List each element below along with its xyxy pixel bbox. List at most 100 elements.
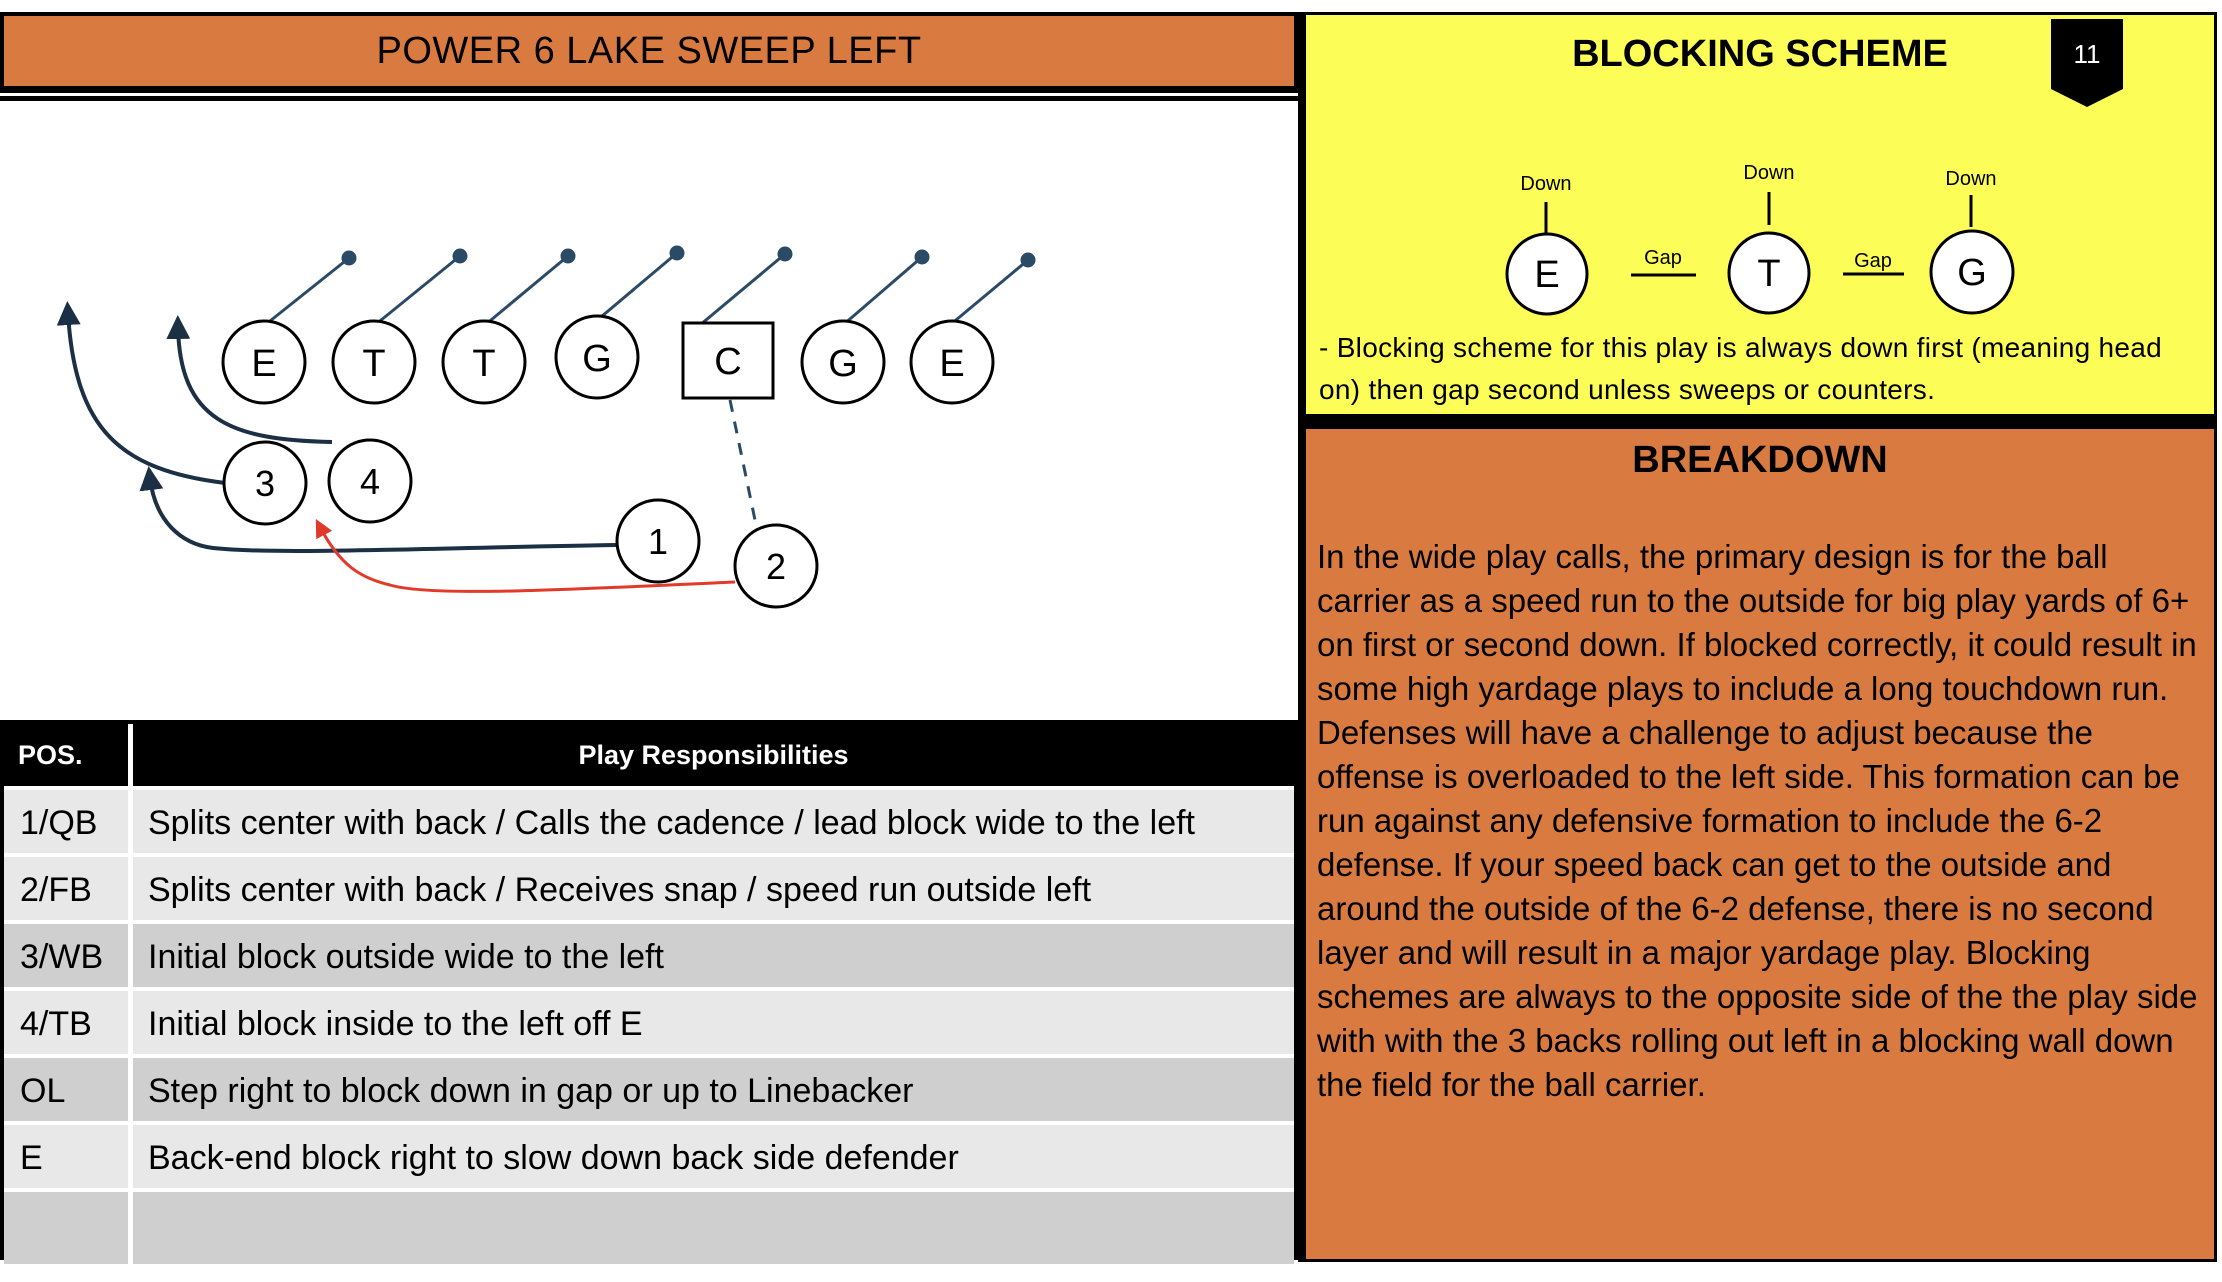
block-line <box>594 251 678 324</box>
lineman-label: T <box>362 343 385 385</box>
lineman-e-left <box>221 319 307 405</box>
panel-divider <box>1298 12 1303 1262</box>
gap-label: Gap <box>1854 250 1892 272</box>
breakdown-text: In the wide play calls, the primary desi… <box>1317 538 2198 1103</box>
back-label: 2 <box>766 546 786 587</box>
lineman-label: G <box>828 343 858 385</box>
pos-cell: 1/QB <box>20 804 98 842</box>
page-number-badge: 11 <box>2051 19 2123 107</box>
block-point <box>560 248 576 264</box>
breakdown-title: BREAKDOWN <box>1632 439 1888 481</box>
back-label: 1 <box>648 521 668 562</box>
block-line <box>949 258 1029 327</box>
scheme-player-g <box>1929 229 2015 315</box>
back-label: 4 <box>360 461 380 502</box>
pos-column-header: POS. <box>18 740 83 770</box>
lineman-t-left-2 <box>441 319 527 405</box>
down-label: Down <box>1945 168 1996 190</box>
column-divider <box>128 1192 133 1264</box>
responsibility-cell <box>133 1192 1294 1264</box>
table-row: 3/WB Initial block outside wide to the l… <box>4 920 1294 991</box>
pos-cell: 4/TB <box>20 1005 92 1043</box>
table-body: 1/QB Splits center with back / Calls the… <box>4 786 1294 1264</box>
route-3 <box>56 301 226 485</box>
column-divider <box>128 1125 133 1192</box>
block-point <box>452 248 468 264</box>
table-row: 2/FB Splits center with back / Receives … <box>4 853 1294 924</box>
blocking-scheme-diagram: E T G Down Down Down Gap Gap <box>1505 162 2015 316</box>
lineman-label: C <box>714 341 741 383</box>
snap-line <box>728 399 757 521</box>
block-point <box>914 249 930 265</box>
column-divider <box>128 991 133 1058</box>
table-row <box>4 1188 1294 1264</box>
column-divider <box>128 724 133 786</box>
table-row: 1/QB Splits center with back / Calls the… <box>4 786 1294 857</box>
route-4 <box>166 315 333 444</box>
blocking-scheme-title: BLOCKING SCHEME <box>1572 33 1948 75</box>
pos-cell: OL <box>20 1072 66 1110</box>
table-row: E Back-end block right to slow down back… <box>4 1121 1294 1192</box>
down-label: Down <box>1743 162 1794 184</box>
block-point <box>341 250 357 266</box>
block-line <box>374 254 461 327</box>
column-divider <box>128 857 133 924</box>
lineman-label: E <box>251 343 276 385</box>
offensive-line <box>221 314 995 405</box>
column-divider <box>128 924 133 991</box>
lineman-center <box>681 321 775 400</box>
back-4 <box>327 438 413 524</box>
pos-cell: 2/FB <box>20 871 92 909</box>
down-label: Down <box>1520 173 1571 195</box>
back-1 <box>615 498 701 584</box>
responsibility-cell: Initial block inside to the left off E <box>148 1005 643 1043</box>
lineman-t-left <box>331 319 417 405</box>
panel-divider <box>1298 417 2217 426</box>
responsibility-cell: Splits center with back / Calls the cade… <box>148 804 1195 842</box>
blocking-scheme-panel: BLOCKING SCHEME 11 E T G Down Down Down … <box>1303 12 2217 417</box>
column-divider <box>128 1058 133 1125</box>
block-line <box>842 255 923 327</box>
route-1 <box>139 466 619 553</box>
block-lines <box>264 245 1036 327</box>
block-point <box>1020 252 1036 268</box>
table-row: OL Step right to block down in gap or up… <box>4 1054 1294 1125</box>
play-diagram: E T T G C G E 3 4 1 2 <box>56 245 1036 609</box>
responsibilities-table: POS. Play Responsibilities 1/QB Splits c… <box>0 720 1298 1264</box>
block-line <box>484 254 569 327</box>
lineman-e-right <box>909 319 995 405</box>
title-divider <box>0 96 1298 101</box>
responsibility-cell: Initial block outside wide to the left <box>148 938 664 976</box>
responsibility-cell: Step right to block down in gap or up to… <box>148 1072 914 1110</box>
lineman-g-left <box>554 314 640 400</box>
route-2 <box>315 519 736 593</box>
block-line <box>699 252 786 327</box>
scheme-player-label: G <box>1957 252 1987 294</box>
block-line <box>264 256 350 327</box>
scheme-player-t <box>1727 231 1811 315</box>
back-label: 3 <box>255 463 275 504</box>
breakdown-panel: BREAKDOWN In the wide play calls, the pr… <box>1303 426 2217 1262</box>
scheme-player-label: T <box>1757 253 1780 295</box>
pos-cell: E <box>20 1139 43 1177</box>
gap-label: Gap <box>1644 247 1682 269</box>
scheme-player-e <box>1505 232 1589 316</box>
lineman-label: T <box>472 343 495 385</box>
responsibility-cell: Splits center with back / Receives snap … <box>148 871 1092 909</box>
scheme-player-label: E <box>1534 254 1559 296</box>
lineman-g-right <box>800 319 886 405</box>
pos-cell: 3/WB <box>20 938 104 976</box>
back-3 <box>222 440 308 526</box>
block-point <box>777 246 793 262</box>
block-point <box>669 245 685 261</box>
play-title: POWER 6 LAKE SWEEP LEFT <box>0 12 1298 90</box>
table-row: 4/TB Initial block inside to the left of… <box>4 987 1294 1058</box>
lineman-label: G <box>582 338 612 380</box>
blocking-scheme-note: - Blocking scheme for this play is alway… <box>1319 332 2163 405</box>
table-header: POS. Play Responsibilities <box>4 724 1294 786</box>
lineman-label: E <box>939 343 964 385</box>
page-number: 11 <box>2074 39 2101 69</box>
pos-cell <box>4 1192 128 1264</box>
back-2 <box>733 523 819 609</box>
title-divider <box>0 88 1298 93</box>
